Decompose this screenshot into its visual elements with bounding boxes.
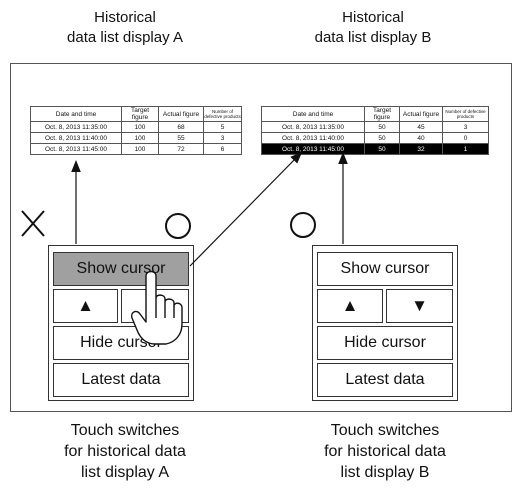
down-arrow-icon: ▼ (146, 296, 164, 315)
caption-display-a-line2: data list display A (67, 29, 183, 46)
header-defective: Number of defective products (442, 106, 489, 122)
show-cursor-label: Show cursor (340, 260, 430, 277)
caption-switches-a: Touch switches for historical data list … (20, 420, 230, 483)
cell-target: 50 (364, 121, 400, 133)
cell-defective: 0 (442, 132, 489, 144)
cell-date: Oct. 8, 2013 11:35:00 (30, 121, 122, 133)
caption-display-b-line1: Historical (342, 9, 404, 26)
table-row: Oct. 8, 2013 11:45:00 100 72 6 (30, 143, 242, 155)
cell-target: 50 (364, 143, 400, 155)
table-row: Oct. 8, 2013 11:40:00 100 55 3 (30, 132, 242, 144)
up-button-b[interactable]: ▲ (317, 289, 383, 323)
cell-defective: 3 (442, 121, 489, 133)
table-row: Oct. 8, 2013 11:35:00 50 45 3 (261, 121, 489, 133)
latest-data-button-b[interactable]: Latest data (317, 363, 453, 397)
hide-cursor-label: Hide cursor (80, 334, 162, 351)
caption-display-a-line1: Historical (94, 9, 156, 26)
caption-display-b-line2: data list display B (314, 29, 432, 46)
cell-target: 100 (121, 143, 159, 155)
cell-target: 100 (121, 121, 159, 133)
cell-date: Oct. 8, 2013 11:45:00 (30, 143, 122, 155)
caption-switches-b-line1: Touch switches (330, 422, 440, 439)
caption-switches-a-line3: list display A (80, 464, 170, 481)
header-target: Target figure (121, 106, 159, 122)
table-header-row: Date and time Target figure Actual figur… (261, 106, 489, 122)
up-arrow-icon: ▲ (341, 296, 359, 315)
caption-switches-a-line2: for historical data (64, 443, 186, 460)
cell-actual: 55 (158, 132, 204, 144)
hide-cursor-label: Hide cursor (344, 334, 426, 351)
show-cursor-button-a[interactable]: Show cursor (53, 252, 189, 286)
down-arrow-icon: ▼ (411, 296, 428, 315)
hide-cursor-button-b[interactable]: Hide cursor (317, 326, 453, 360)
table-row: Oct. 8, 2013 11:40:00 50 40 0 (261, 132, 489, 144)
show-cursor-button-b[interactable]: Show cursor (317, 252, 453, 286)
cell-target: 100 (121, 132, 159, 144)
header-defective: Number of defective products (203, 106, 242, 122)
caption-switches-a-line1: Touch switches (70, 422, 180, 439)
history-table-a: Date and time Target figure Actual figur… (30, 106, 242, 155)
cell-target: 50 (364, 132, 400, 144)
history-table-b: Date and time Target figure Actual figur… (261, 106, 489, 155)
cell-actual: 72 (158, 143, 204, 155)
table-row-selected: Oct. 8, 2013 11:45:00 50 32 1 (261, 143, 489, 155)
cell-defective: 3 (203, 132, 242, 144)
latest-data-button-a[interactable]: Latest data (53, 363, 189, 397)
header-actual: Actual figure (158, 106, 204, 122)
header-actual: Actual figure (399, 106, 443, 122)
cell-defective: 1 (442, 143, 489, 155)
cell-date: Oct. 8, 2013 11:40:00 (261, 132, 365, 144)
header-date: Date and time (261, 106, 365, 122)
caption-switches-b: Touch switches for historical data list … (280, 420, 490, 483)
caption-display-b: Historical data list display B (268, 8, 478, 48)
header-date: Date and time (30, 106, 122, 122)
cell-defective: 6 (203, 143, 242, 155)
up-arrow-icon: ▲ (77, 296, 94, 315)
cell-actual: 32 (399, 143, 443, 155)
show-cursor-label: Show cursor (76, 260, 166, 277)
down-button-b[interactable]: ▼ (386, 289, 453, 323)
cell-date: Oct. 8, 2013 11:45:00 (261, 143, 365, 155)
latest-data-label: Latest data (345, 371, 425, 388)
cell-actual: 40 (399, 132, 443, 144)
cell-actual: 45 (399, 121, 443, 133)
cell-date: Oct. 8, 2013 11:35:00 (261, 121, 365, 133)
table-header-row: Date and time Target figure Actual figur… (30, 106, 242, 122)
up-button-a[interactable]: ▲ (53, 289, 118, 323)
caption-switches-b-line3: list display B (340, 464, 430, 481)
table-row: Oct. 8, 2013 11:35:00 100 68 5 (30, 121, 242, 133)
caption-switches-b-line2: for historical data (324, 443, 446, 460)
cell-defective: 5 (203, 121, 242, 133)
latest-data-label: Latest data (81, 371, 161, 388)
down-button-a[interactable]: ▼ (121, 289, 189, 323)
cell-date: Oct. 8, 2013 11:40:00 (30, 132, 122, 144)
header-target: Target figure (364, 106, 400, 122)
cell-actual: 68 (158, 121, 204, 133)
hide-cursor-button-a[interactable]: Hide cursor (53, 326, 189, 360)
caption-display-a: Historical data list display A (20, 8, 230, 48)
